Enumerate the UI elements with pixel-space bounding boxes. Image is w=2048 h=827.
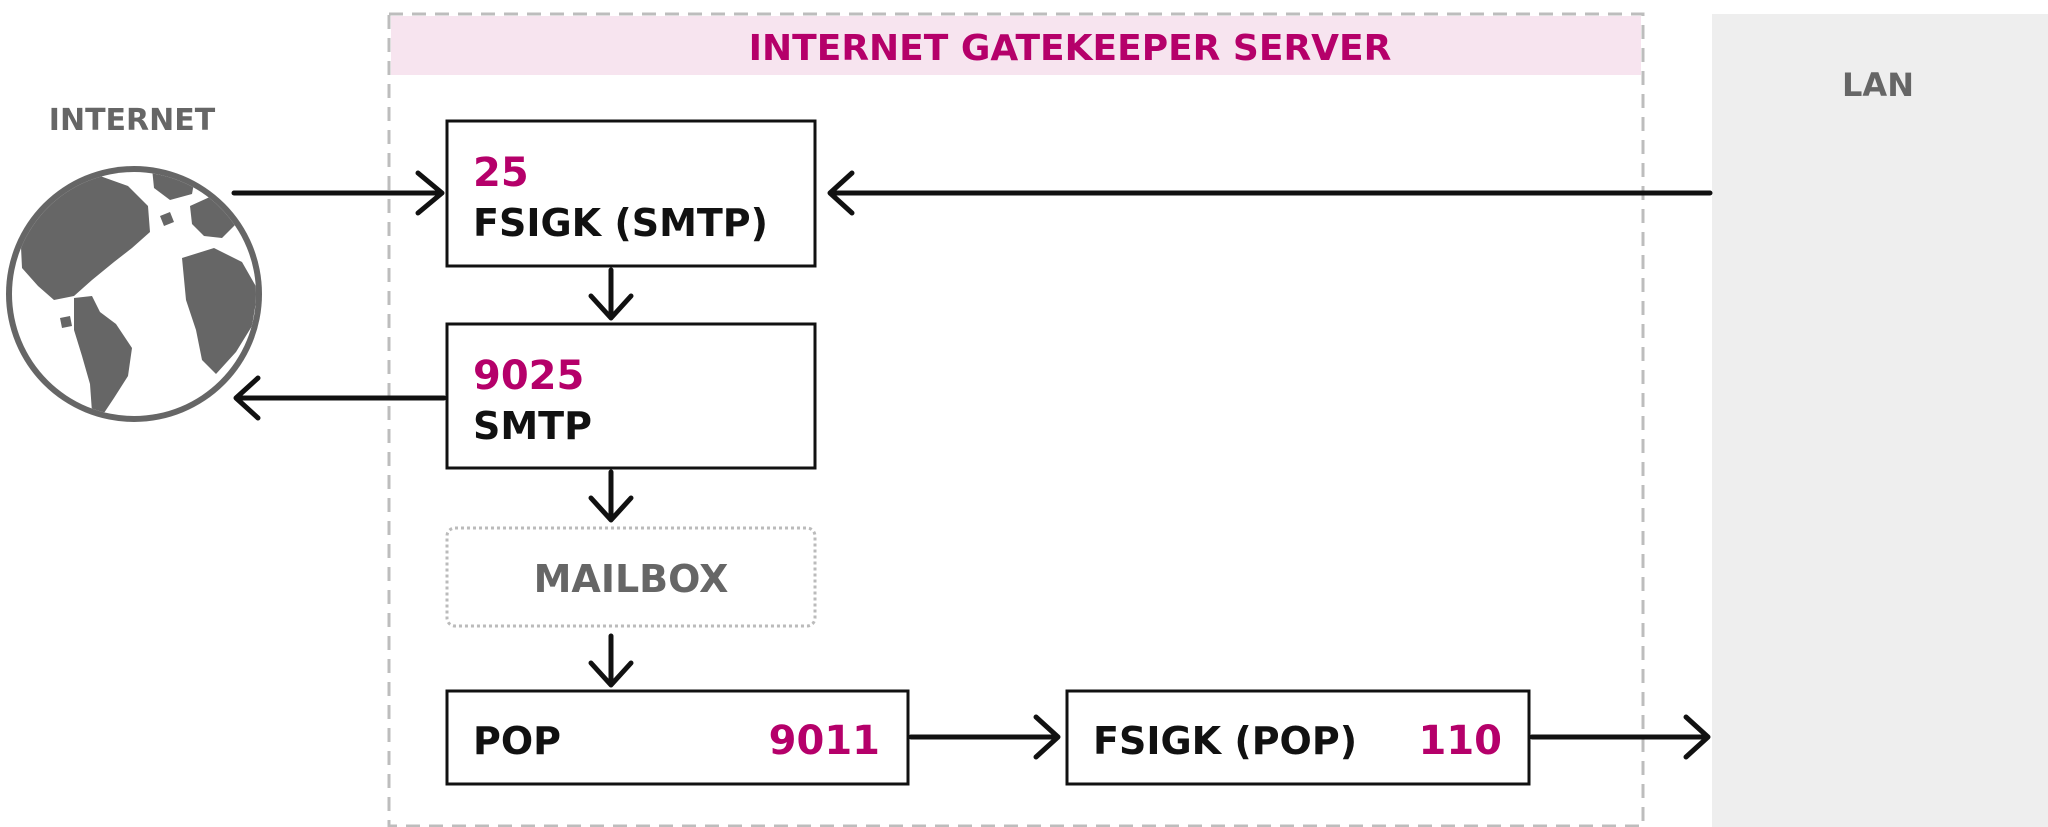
internet-label: INTERNET (49, 103, 216, 138)
arrow-fsigk-pop-to-lan (1529, 714, 1711, 760)
pop-port: 9011 (769, 718, 880, 764)
fsigk-pop-name: FSIGK (POP) (1093, 719, 1357, 763)
server-header-band (391, 16, 1641, 75)
globe-icon (6, 166, 262, 422)
lan-label: LAN (1842, 66, 1914, 104)
pop-name: POP (473, 719, 561, 763)
server-title: INTERNET GATEKEEPER SERVER (749, 28, 1392, 69)
arrow-pop-to-fsigk-pop (908, 714, 1061, 760)
arrow-smtp-to-internet (233, 375, 447, 421)
mailbox-name: MAILBOX (534, 557, 729, 601)
smtp-port: 9025 (473, 353, 584, 399)
arrow-internet-to-fsigk-smtp (231, 170, 445, 216)
lan-panel (1712, 14, 2048, 827)
server-boundary (387, 12, 1645, 827)
fsigk-smtp-box: 25 FSIGK (SMTP) (445, 119, 817, 268)
arrow-lan-to-fsigk-smtp (827, 170, 1713, 216)
mailbox-box: MAILBOX (445, 526, 817, 628)
smtp-name: SMTP (473, 404, 592, 448)
fsigk-pop-box: FSIGK (POP) 110 (1065, 689, 1531, 786)
fsigk-smtp-port: 25 (473, 150, 529, 196)
arrow-mailbox-to-pop (588, 633, 634, 688)
arrow-fsigk-smtp-to-smtp (588, 267, 634, 321)
pop-box: POP 9011 (445, 689, 910, 786)
arrow-smtp-to-mailbox (588, 469, 634, 523)
fsigk-pop-port: 110 (1419, 718, 1503, 764)
fsigk-smtp-name: FSIGK (SMTP) (473, 201, 768, 245)
smtp-box: 9025 SMTP (445, 322, 817, 470)
